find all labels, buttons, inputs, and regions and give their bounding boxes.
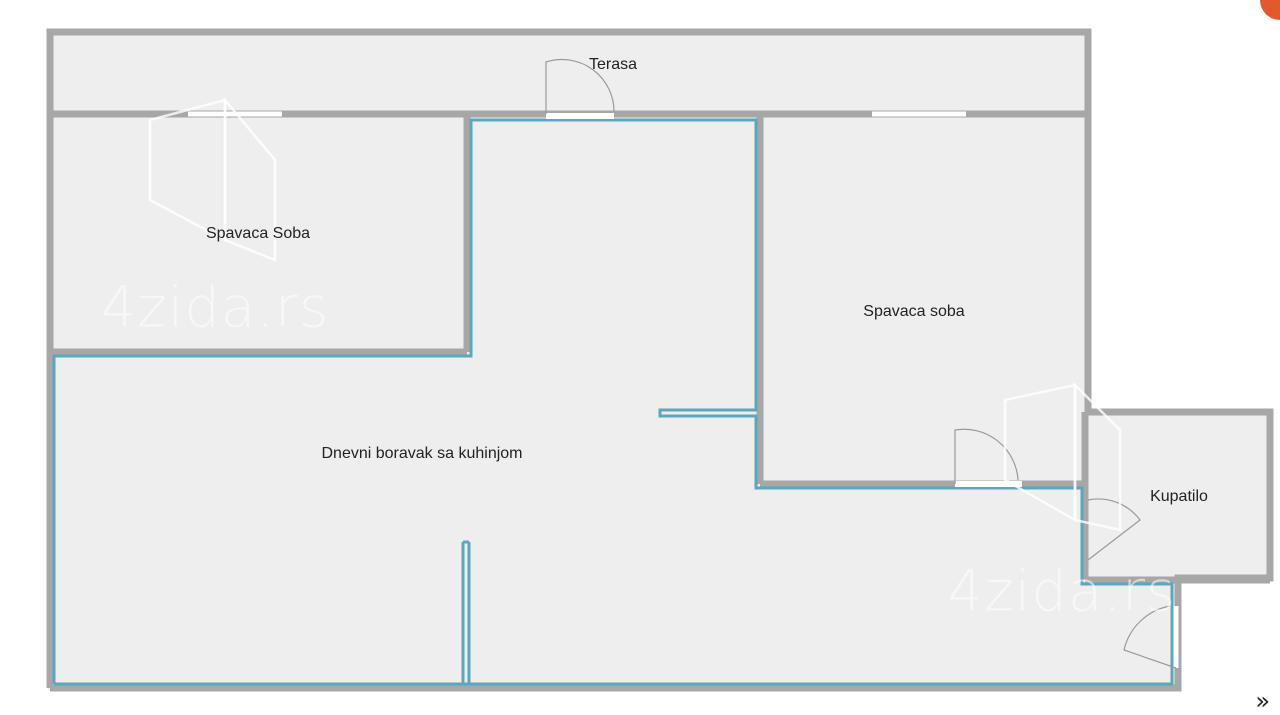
room-label-terasa: Terasa [588,56,638,73]
room-label-bathroom: Kupatilo [1150,488,1208,505]
doors [545,58,1179,669]
room-label-living: Dnevni boravak sa kuhinjom [321,445,523,462]
living-area-outline [52,118,1174,686]
floor-fill [48,30,1272,690]
watermark-text-2: 4zida.rs [947,559,1177,625]
watermark-logo [148,96,1122,532]
room-label-bedroom-right: Spavaca soba [863,303,965,320]
room-label-bedroom-left: Spavaca Soba [205,225,311,242]
double-chevron-icon[interactable]: » [1255,687,1270,715]
watermark-text: 4zida.rs [100,275,330,341]
